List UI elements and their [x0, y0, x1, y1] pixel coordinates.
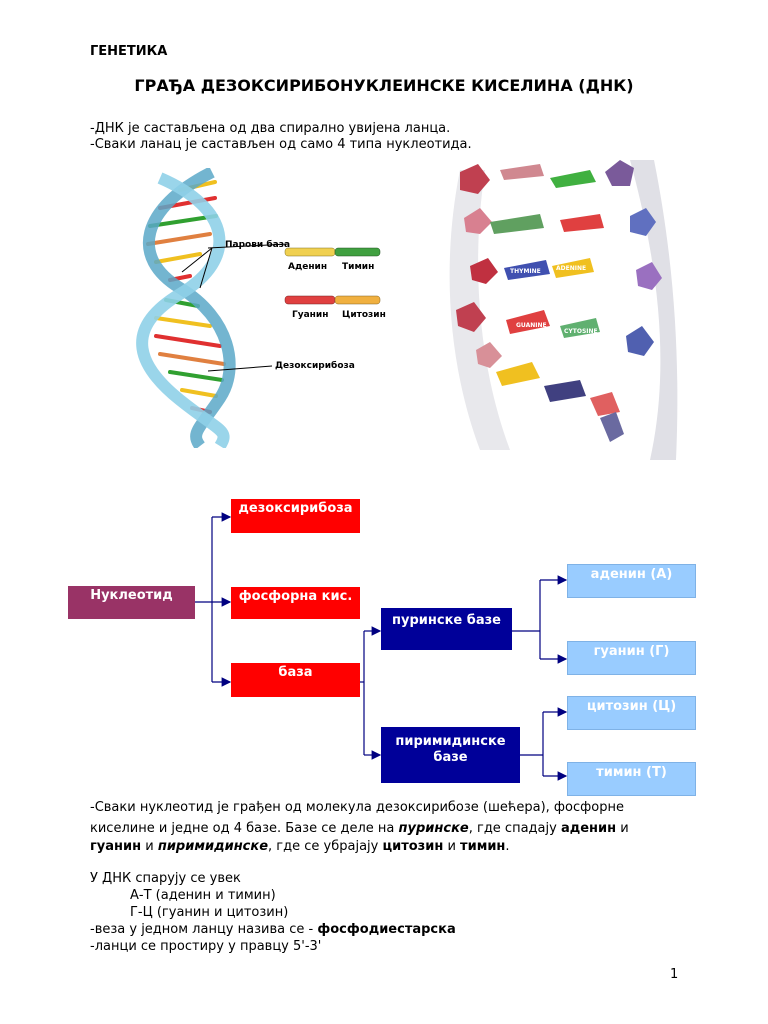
intro-line-2: -Сваки ланац је састављен од само 4 типа…	[90, 137, 472, 152]
page-number: 1	[670, 967, 679, 982]
adenin-label: Аденин	[288, 262, 327, 272]
citozin-label: Цитозин	[342, 310, 386, 320]
paragraph-text: , где спадају	[468, 821, 561, 836]
paragraph-line-3: гуанин и пиримидинске, где се убрајају ц…	[90, 838, 510, 855]
guanine-term: гуанин	[90, 839, 142, 854]
page-title: ГРАЂА ДЕЗОКСИРИБОНУКЛЕИНСКЕ КИСЕЛИНА (ДН…	[134, 76, 634, 95]
base-box: база	[231, 663, 360, 697]
adenine-term: аденин	[560, 821, 617, 836]
connector-lines	[195, 512, 568, 781]
timin-label: Тимин	[342, 262, 374, 272]
paragraph-text: .	[505, 839, 510, 854]
pyrimidine-label-line-1: пиримидинске	[395, 734, 506, 749]
cytosine-box: цитозин (Ц)	[567, 696, 696, 730]
thymine-box: тимин (Т)	[567, 762, 696, 796]
paragraph-text: и	[141, 839, 158, 854]
cytosine-tag: CYTOSINE	[564, 328, 598, 335]
guanine-tag: GUANINE	[516, 322, 547, 329]
paragraph-text: , где се убрајају	[268, 839, 383, 854]
paragraph-text: и	[616, 821, 629, 836]
paragraph-text: киселине и једне од 4 базе. Базе се деле…	[90, 821, 399, 836]
direction-line: -ланци се простиру у правцу 5'-3'	[90, 939, 322, 954]
thymine-term: тимин	[460, 839, 506, 854]
thymine-bar	[334, 247, 381, 257]
adenine-tag: ADENINE	[556, 265, 586, 272]
pyrimidine-term: пиримидинске	[157, 839, 269, 854]
deoxyribose-label: Дезоксирибоза	[275, 360, 355, 371]
bond-text: -веза у једном ланцу назива се -	[90, 922, 318, 937]
phosphodiester-term: фосфодиестарска	[317, 922, 456, 937]
guanin-label: Гуанин	[292, 310, 328, 320]
purine-term: пуринске	[398, 821, 469, 836]
purine-bases-box: пуринске базе	[381, 608, 512, 650]
guanine-box: гуанин (Г)	[567, 641, 696, 675]
adenine-box: аденин (А)	[567, 564, 696, 598]
paragraph-line-1: -Сваки нуклеотид је грађен од молекула д…	[90, 800, 624, 815]
pair-gc: Г-Ц (гуанин и цитозин)	[130, 905, 289, 920]
intro-line-1: -ДНК је састављена од два спирално увије…	[90, 121, 451, 136]
cytosine-bar	[334, 295, 381, 305]
pyrimidine-label-line-2: базе	[433, 750, 468, 765]
paragraph-text: и	[443, 839, 461, 854]
nucleotide-ladder-figure: THYMINE ADENINE GUANINE CYTOSINE	[449, 160, 678, 460]
thymine-tag: THYMINE	[510, 268, 541, 275]
bond-line: -веза у једном ланцу назива се - фосфоди…	[90, 921, 456, 938]
phosphoric-acid-box: фосфорна кис.	[231, 587, 360, 619]
nucleotide-box: Нуклеотид	[68, 586, 195, 619]
deoxyribose-box: дезоксирибоза	[231, 499, 360, 533]
paragraph-line-2: киселине и једне од 4 базе. Базе се деле…	[90, 820, 629, 837]
dna-helix-figure: Парови база Аденин Тимин Гуанин Цитозин …	[136, 168, 386, 448]
pairs-intro: У ДНК спарују се увек	[90, 871, 241, 886]
subject-heading: ГЕНЕТИКА	[90, 44, 168, 59]
cytosine-term: цитозин	[382, 839, 444, 854]
pair-at: А-Т (аденин и тимин)	[130, 888, 276, 903]
base-pairs-label: Парови база	[225, 239, 290, 250]
pyrimidine-bases-box: пиримидинске базе	[381, 727, 520, 783]
